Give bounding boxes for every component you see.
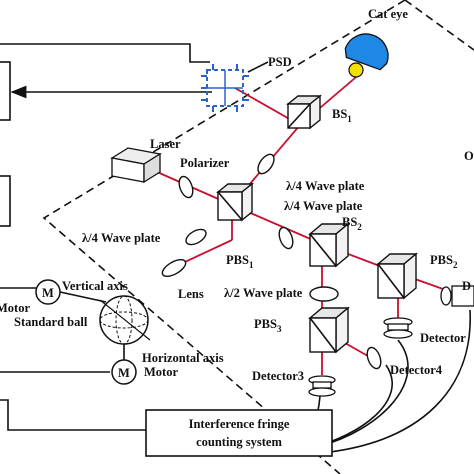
bs2-label: BS2: [342, 215, 362, 232]
bs2-cube: [308, 222, 350, 268]
psd-icon: [201, 64, 249, 112]
quarter-wave-plate-1: [257, 153, 275, 175]
qwp1-label: λ/4 Wave plate: [286, 179, 365, 193]
detector-right-lens: [440, 286, 452, 306]
standard-ball-label: Standard ball: [14, 315, 88, 329]
qwp3-label: λ/4 Wave plate: [82, 231, 161, 245]
detector-pbs2: [383, 317, 413, 339]
pbs2-label: PBS2: [430, 253, 458, 270]
counting-system-line1: Interference fringe: [189, 417, 290, 431]
motor-bottom-symbol: M: [118, 366, 130, 380]
wire-bottom-left: [0, 399, 146, 431]
motor-top-symbol: M: [42, 286, 54, 300]
lens-label: Lens: [178, 287, 204, 301]
pbs3-cube: [308, 306, 350, 354]
motor-bottom-label: Motor: [144, 365, 178, 379]
bs1-cube: [286, 94, 322, 130]
hwp-label: λ/2 Wave plate: [224, 286, 303, 300]
vertical-axis-label: Vertical axis: [62, 279, 128, 293]
polarizer-label: Polarizer: [180, 156, 230, 170]
left-block-top: [0, 61, 11, 121]
quarter-wave-plate-2: [278, 226, 294, 250]
detector3-label: Detector3: [252, 369, 304, 383]
psd-pointer: [247, 61, 269, 73]
detector4-label: Detector4: [390, 363, 443, 377]
counting-system-line2: counting system: [196, 435, 282, 449]
detector4-lens: [366, 346, 382, 370]
lens-icon: [161, 258, 187, 278]
laser-label: Laser: [150, 137, 181, 151]
horizontal-axis-label: Horizontal axis: [142, 351, 224, 365]
qwp2-label: λ/4 Wave plate: [284, 199, 363, 213]
detector-right-label: Detector: [420, 331, 466, 345]
detector-right-body: [451, 285, 474, 307]
pbs2-cube: [376, 252, 418, 300]
pbs1-cube: [216, 182, 254, 222]
d-label: D: [462, 279, 471, 293]
detector3: [308, 375, 336, 397]
cat-eye-icon: [344, 33, 389, 78]
laser-icon: [110, 147, 162, 184]
quarter-wave-plate-3: [185, 228, 207, 246]
bs1-label: BS1: [332, 107, 352, 124]
counting-system-box: [145, 409, 333, 457]
wire-top-to-psd: [0, 43, 210, 63]
standard-ball-icon: [99, 295, 151, 345]
cat-eye-label: Cat eye: [368, 7, 408, 21]
o-label: O: [464, 149, 474, 163]
pbs1-label: PBS1: [226, 253, 254, 270]
dashed-boundary: [42, 0, 474, 474]
motor-bottom-icon: [111, 359, 137, 385]
polarizer-icon: [178, 175, 194, 199]
pbs3-label: PBS3: [254, 317, 282, 334]
half-wave-plate: [309, 286, 339, 302]
vertical-axis-shaft: [59, 291, 107, 303]
left-block-middle: [0, 175, 11, 227]
psd-label: PSD: [268, 55, 292, 69]
motor-top-label: Motor: [0, 301, 30, 315]
